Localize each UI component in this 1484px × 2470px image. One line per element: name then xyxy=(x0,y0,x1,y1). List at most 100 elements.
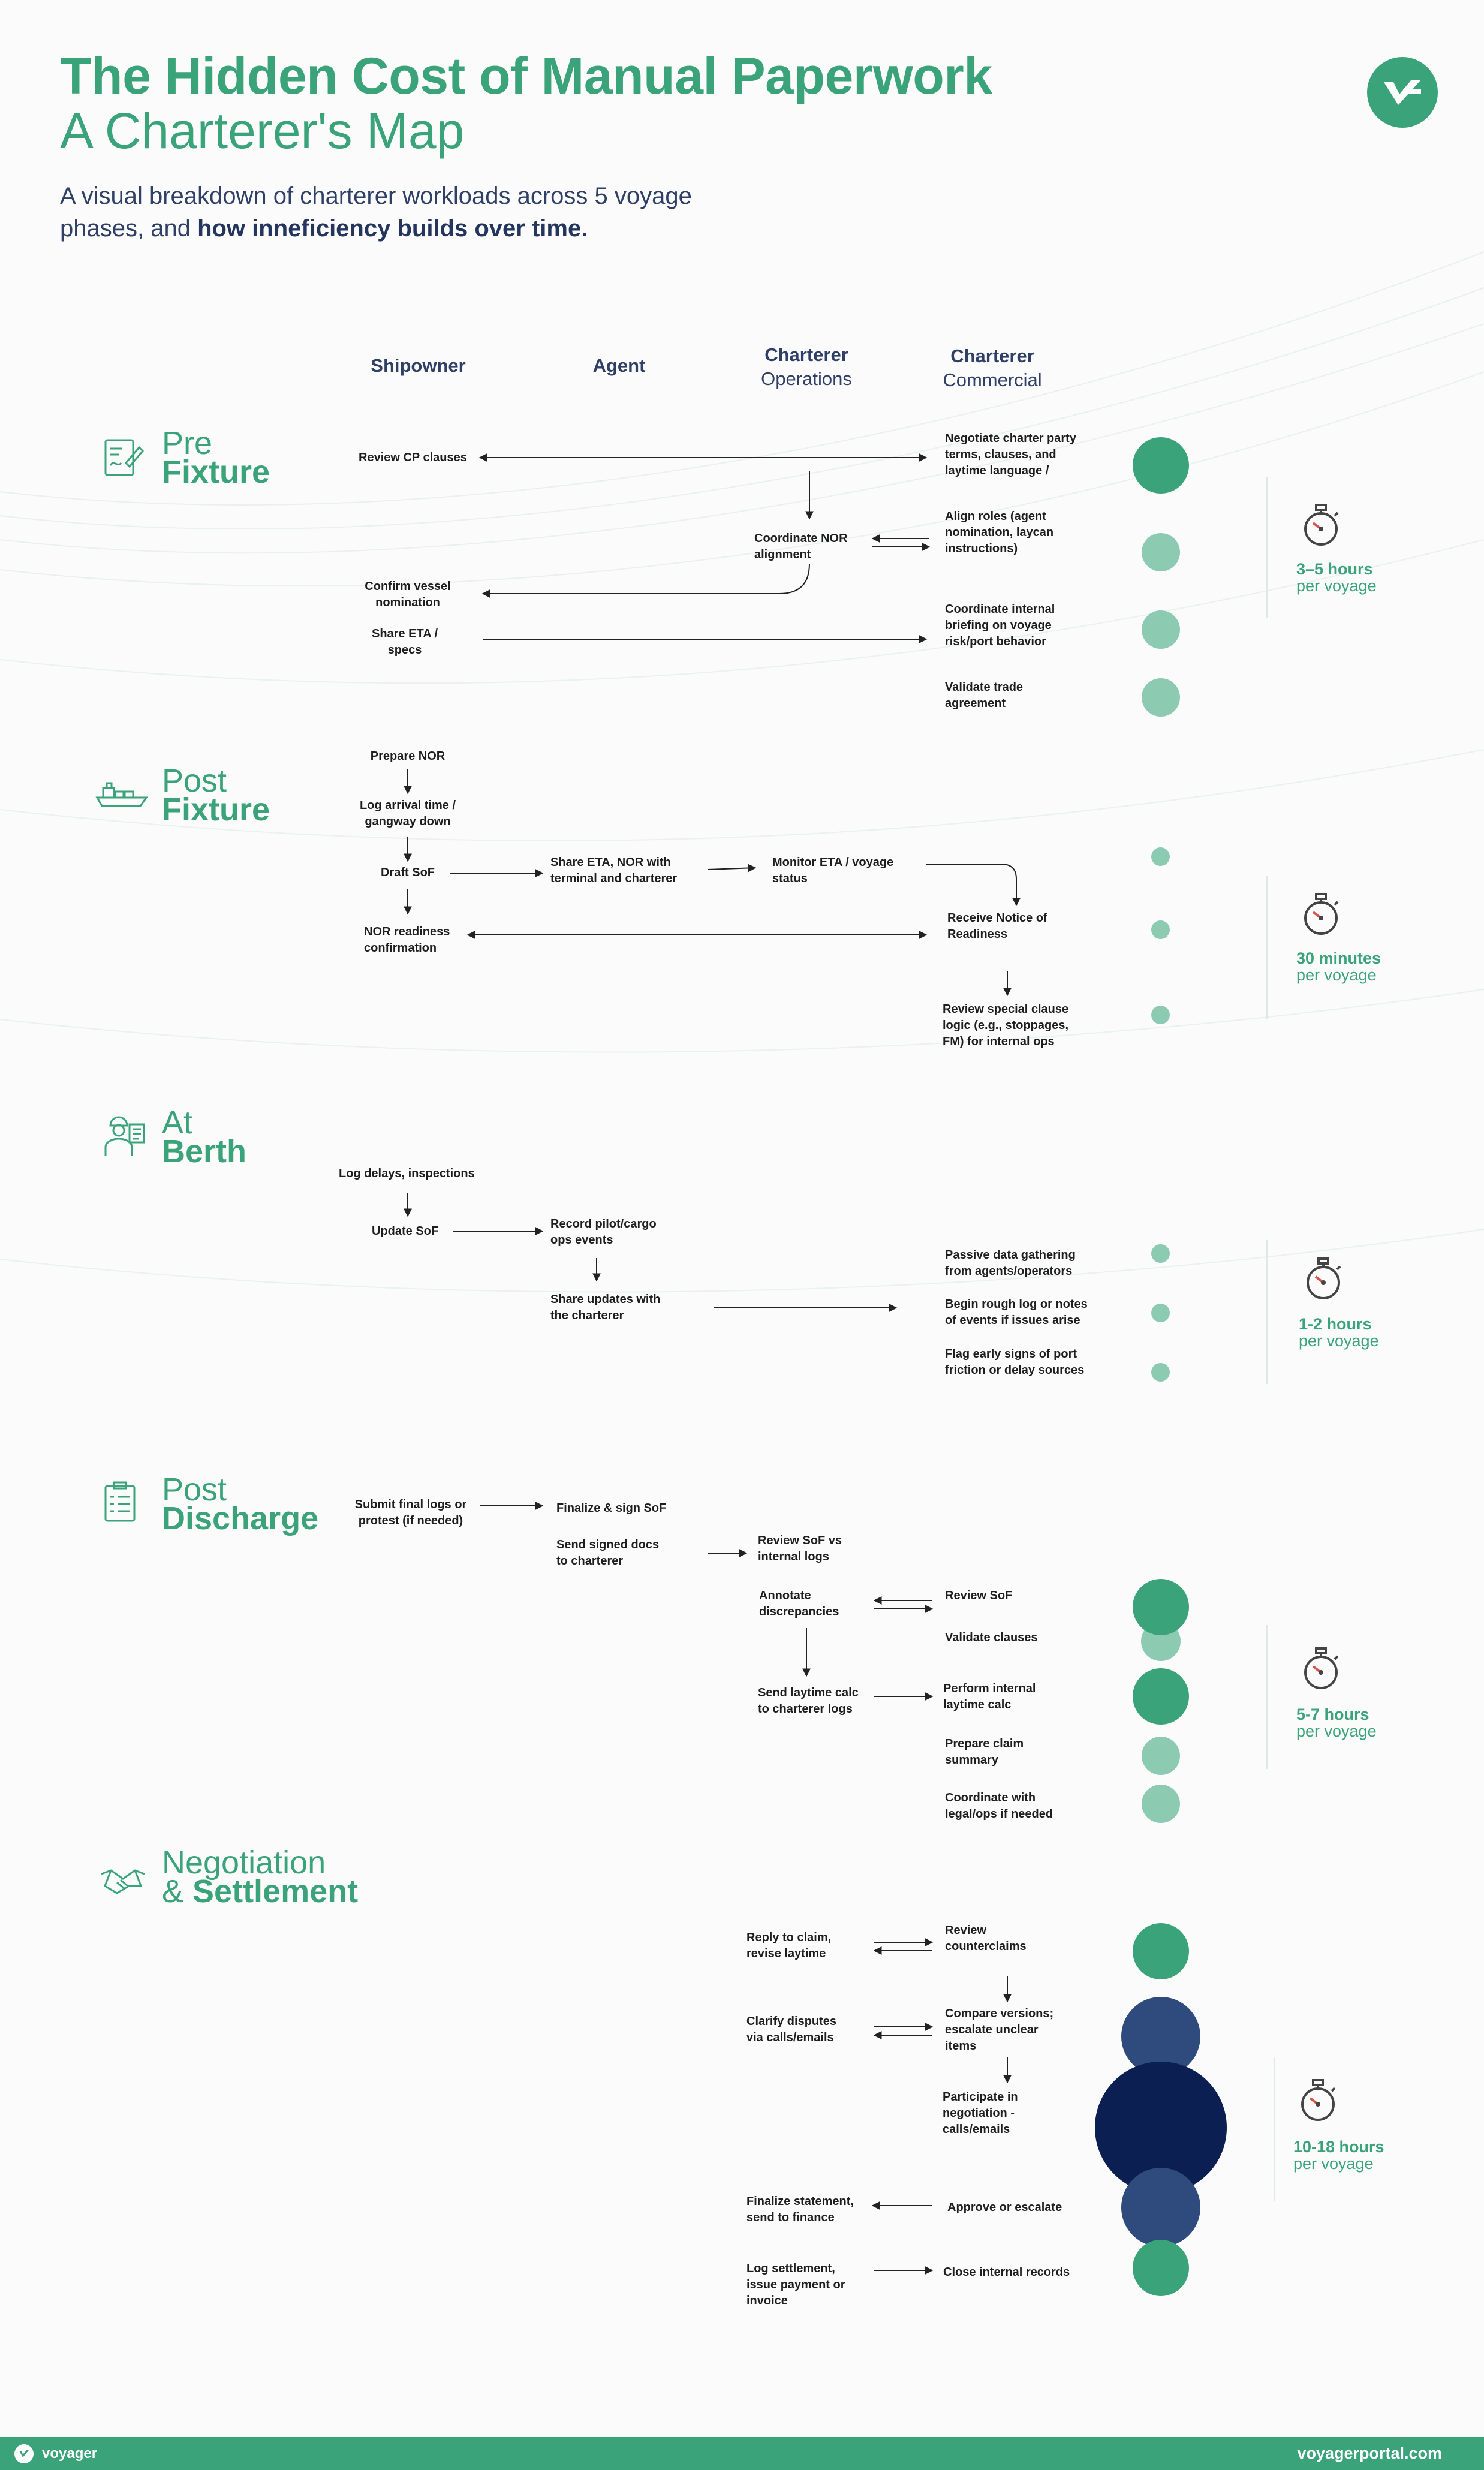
stopwatch-icon xyxy=(1301,2079,1336,2121)
handshake-icon xyxy=(101,1869,145,1894)
label-share-updates: Share updates with the charterer xyxy=(550,1293,661,1322)
label-nor-readiness: NOR readiness confirmation xyxy=(364,925,450,955)
footer-url-link[interactable]: voyagerportal.com xyxy=(1297,2444,1442,2462)
label-review-cp-clauses: Review CP clauses xyxy=(359,451,467,464)
label-finalize-sign-sof: Finalize & sign SoF xyxy=(556,1502,667,1515)
label-prepare-nor: Prepare NOR xyxy=(370,750,445,763)
footer-brand: voyager xyxy=(42,2445,98,2462)
label-draft-sof: Draft SoF xyxy=(381,866,435,879)
label-approve-escalate: Approve or escalate xyxy=(947,2201,1062,2214)
port-worker-icon xyxy=(104,1116,145,1156)
effort-dot xyxy=(1133,437,1189,494)
label-review-special-clause: Review special clause logic (e.g., stopp… xyxy=(943,1003,1069,1048)
divider xyxy=(1266,477,1268,618)
label-submit-final-logs: Submit final logs or protest (if needed) xyxy=(354,1498,467,1527)
label-log-arrival: Log arrival time / gangway down xyxy=(359,799,456,828)
effort-dot xyxy=(1151,847,1170,866)
column-shipowner: Shipowner xyxy=(371,355,466,376)
label-prepare-claim: Prepare claim summary xyxy=(945,1737,1024,1767)
subtitle-emphasis: how inneficiency builds over time. xyxy=(197,215,588,242)
divider xyxy=(1274,2057,1275,2201)
label-log-delays: Log delays, inspections xyxy=(339,1167,475,1180)
stopwatch-icon xyxy=(1304,504,1339,546)
label-negotiate-charter: Negotiate charter party terms, clauses, … xyxy=(945,432,1076,477)
effort-dot xyxy=(1142,678,1180,717)
divider xyxy=(1266,1625,1268,1769)
stopwatch-icon xyxy=(1307,1257,1341,1299)
label-annotate-discrepancies: Annotate discrepancies xyxy=(759,1589,839,1618)
effort-dot xyxy=(1151,1363,1170,1382)
label-validate-clauses: Validate clauses xyxy=(945,1631,1038,1644)
effort-dot xyxy=(1142,610,1180,649)
label-share-eta-nor: Share ETA, NOR with terminal and charter… xyxy=(550,856,678,885)
label-coordinate-legal: Coordinate with legal/ops if needed xyxy=(945,1791,1053,1821)
effort-dot xyxy=(1151,1304,1170,1322)
label-perform-laytime-calc: Perform internal laytime calc xyxy=(943,1682,1036,1711)
effort-dot xyxy=(1121,2168,1200,2247)
effort-dot xyxy=(1133,1923,1189,1979)
label-close-records: Close internal records xyxy=(943,2266,1070,2279)
effort-dot xyxy=(1133,1668,1189,1725)
page-subtitle: A visual breakdown of charterer workload… xyxy=(60,180,779,245)
label-receive-nor: Receive Notice of Readiness xyxy=(947,911,1047,941)
label-send-signed-docs: Send signed docs to charterer xyxy=(556,1538,660,1568)
effort-dot xyxy=(1151,1006,1170,1024)
document-list-icon xyxy=(104,1481,136,1522)
divider xyxy=(1266,1240,1268,1384)
label-review-sof-vs: Review SoF vs internal logs xyxy=(758,1534,842,1563)
label-validate-trade: Validate trade agreement xyxy=(945,681,1024,710)
label-flag-signs: Flag early signs of port friction or del… xyxy=(945,1347,1085,1377)
label-log-settlement: Log settlement, issue payment or invoice xyxy=(746,2262,845,2307)
footer-bar xyxy=(0,2437,1484,2470)
label-record-pilot: Record pilot/cargo ops events xyxy=(550,1217,657,1247)
page-title: The Hidden Cost of Manual Paperwork xyxy=(60,47,992,105)
effort-dot xyxy=(1142,533,1180,571)
label-rough-log: Begin rough log or notes of events if is… xyxy=(945,1298,1088,1327)
label-finalize-statement: Finalize statement, send to finance xyxy=(746,2195,854,2224)
effort-dot xyxy=(1151,920,1170,939)
label-coordinate-briefing: Coordinate internal briefing on voyage r… xyxy=(945,603,1055,648)
label-send-laytime-calc: Send laytime calc to charterer logs xyxy=(758,1686,859,1716)
voyager-footer-logo-icon xyxy=(14,2444,34,2463)
effort-dot xyxy=(1151,1244,1170,1263)
column-agent: Agent xyxy=(592,355,646,376)
effort-dot xyxy=(1133,2240,1189,2296)
label-update-sof: Update SoF xyxy=(372,1225,439,1238)
label-clarify-disputes: Clarify disputes via calls/emails xyxy=(746,2015,837,2044)
page-title-secondary: A Charterer's Map xyxy=(60,103,465,159)
label-align-roles: Align roles (agent nomination, laycan in… xyxy=(945,510,1054,555)
label-reply-to-claim: Reply to claim, revise laytime xyxy=(746,1931,832,1960)
label-confirm-vessel: Confirm vessel nomination xyxy=(365,580,451,609)
label-review-counterclaims: Review counterclaims xyxy=(945,1924,1027,1953)
stopwatch-icon xyxy=(1304,893,1339,935)
effort-dot xyxy=(1142,1737,1180,1775)
label-monitor-eta: Monitor ETA / voyage status xyxy=(772,856,894,885)
label-passive-data: Passive data gathering from agents/opera… xyxy=(945,1248,1076,1278)
stopwatch-icon xyxy=(1304,1647,1339,1689)
label-compare-versions: Compare versions; escalate unclear items xyxy=(945,2007,1054,2053)
label-review-sof: Review SoF xyxy=(945,1589,1013,1602)
contract-icon xyxy=(104,439,144,476)
phase-negotiation-settlement: Negotiation& Settlement xyxy=(162,1845,359,1909)
voyager-logo-icon xyxy=(1367,57,1438,128)
divider xyxy=(1266,876,1268,1019)
label-participate-negotiation: Participate in negotiation - calls/email… xyxy=(943,2090,1018,2136)
effort-dot xyxy=(1142,1785,1180,1823)
ship-icon xyxy=(95,782,148,807)
label-coordinate-nor: Coordinate NOR alignment xyxy=(754,532,848,561)
label-share-eta-specs: Share ETA / specs xyxy=(371,627,438,657)
subtitle-text: A visual breakdown of charterer workload… xyxy=(60,183,692,242)
